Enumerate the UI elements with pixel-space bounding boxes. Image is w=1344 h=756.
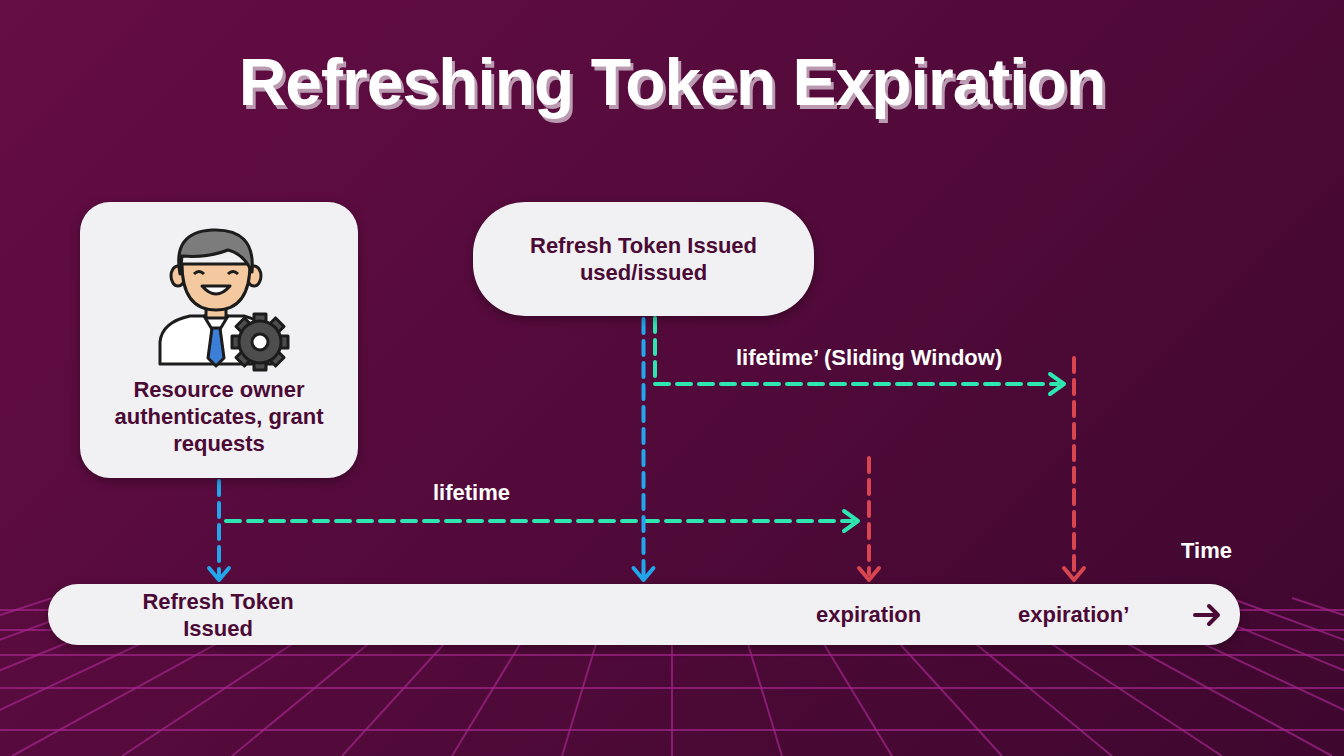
timeline-label: Time — [1181, 538, 1232, 564]
sliding-lifetime-arrowhead — [1050, 374, 1064, 394]
face — [182, 264, 250, 310]
connector-line — [217, 481, 221, 576]
person-gear-icon — [152, 224, 292, 374]
time-arrow-symbol — [1192, 600, 1222, 630]
arrowhead — [634, 568, 654, 580]
sliding-lifetime-arrow — [653, 318, 657, 383]
grid-line — [1292, 598, 1344, 756]
timeline-bar: Refresh Token Issued expiration expiration… — [48, 584, 1240, 645]
event-box: Refresh Token Issued used/issued — [473, 202, 814, 316]
grid-line — [1230, 598, 1344, 756]
lifetime-arrow — [226, 519, 852, 523]
time-arrow — [1195, 606, 1218, 624]
node-text: expiration’ — [1018, 601, 1129, 628]
node-text: Refresh Token Issued used/issued — [526, 232, 761, 286]
node-text: Resource owner authenticates, grant requ… — [94, 376, 344, 457]
grid-line — [0, 598, 52, 756]
connector-line — [642, 319, 646, 576]
node-text: expiration — [816, 601, 921, 628]
icon-group — [160, 230, 288, 370]
tie — [208, 328, 224, 366]
diagram-title: Refreshing Token Expiration — [0, 44, 1344, 120]
arrowhead — [209, 568, 229, 580]
gear — [232, 314, 288, 370]
expiration-arrowhead — [1064, 568, 1084, 580]
timeline-label: lifetime’ (Sliding Window) — [736, 345, 1002, 371]
expiration-arrowhead — [859, 568, 879, 580]
actor-box: Resource owner authenticates, grant requ… — [80, 202, 358, 478]
lifetime-arrowhead — [844, 511, 858, 531]
dashed-connector — [634, 319, 654, 580]
eyes — [194, 272, 238, 275]
gear-body — [239, 321, 281, 363]
hair — [179, 230, 253, 274]
timeline-label: lifetime — [433, 480, 510, 506]
dashed-connector — [209, 481, 229, 580]
expiration-marker — [867, 458, 871, 574]
node-text: Refresh Token Issued — [118, 588, 318, 642]
gear-hole — [252, 334, 268, 350]
sliding-lifetime-arrow — [655, 382, 1058, 386]
smile — [202, 286, 230, 294]
expiration-marker — [1072, 358, 1076, 574]
